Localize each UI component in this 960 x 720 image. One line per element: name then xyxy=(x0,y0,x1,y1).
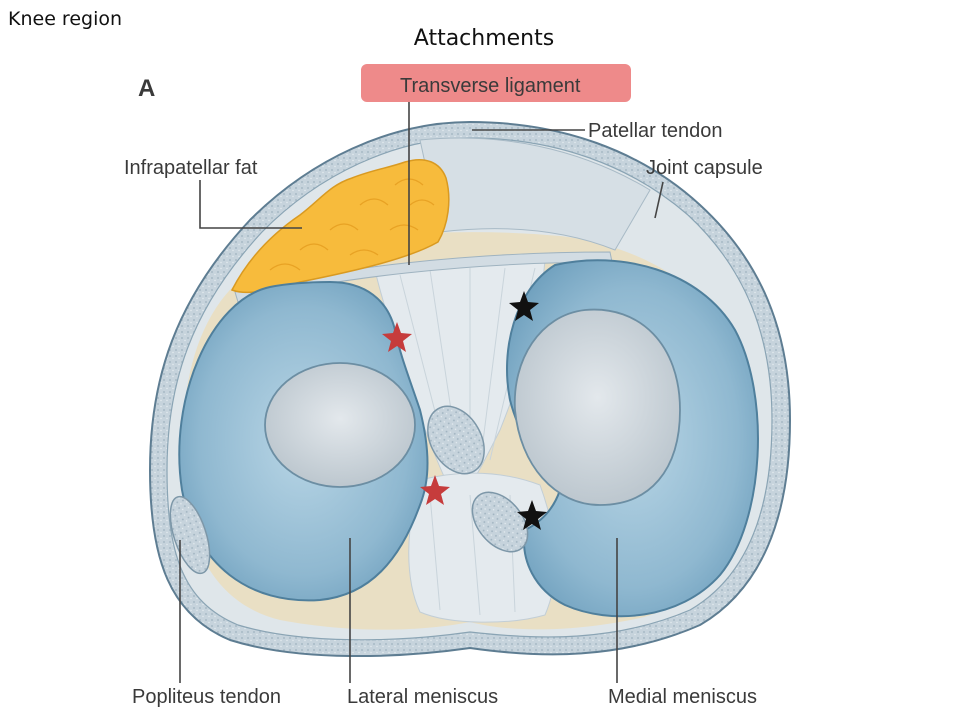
panel-letter: A xyxy=(138,75,155,102)
black-star-anterior xyxy=(509,291,539,321)
label-joint-capsule: Joint capsule xyxy=(646,157,763,179)
red-star-anterior xyxy=(382,322,412,352)
leader-infrapatellar-fat xyxy=(199,180,302,229)
label-transverse-ligament: Transverse ligament xyxy=(400,75,581,97)
transverse-ligament-highlight xyxy=(361,64,631,102)
fat-lobules xyxy=(269,178,435,271)
lateral-tibial-cartilage xyxy=(264,362,416,488)
medial-tibial-cartilage xyxy=(513,308,681,506)
pcl-cross-section xyxy=(471,491,529,553)
corner-title: Knee region xyxy=(8,8,123,30)
black-star-posterior xyxy=(517,500,547,530)
label-medial-meniscus: Medial meniscus xyxy=(608,686,757,708)
label-infrapatellar-fat: Infrapatellar fat xyxy=(124,157,258,179)
label-lateral-meniscus: Lateral meniscus xyxy=(347,686,498,708)
leader-joint-capsule xyxy=(654,181,664,219)
label-popliteus-tendon: Popliteus tendon xyxy=(132,686,281,708)
slide-heading: Attachments xyxy=(413,26,555,51)
popliteus-tendon-section xyxy=(169,495,211,575)
infrapatellar-fat-pad xyxy=(230,158,450,294)
label-patellar-tendon: Patellar tendon xyxy=(588,120,723,142)
acl-cross-section xyxy=(427,405,485,475)
patellar-tendon xyxy=(419,137,651,251)
red-star-posterior xyxy=(420,475,450,505)
